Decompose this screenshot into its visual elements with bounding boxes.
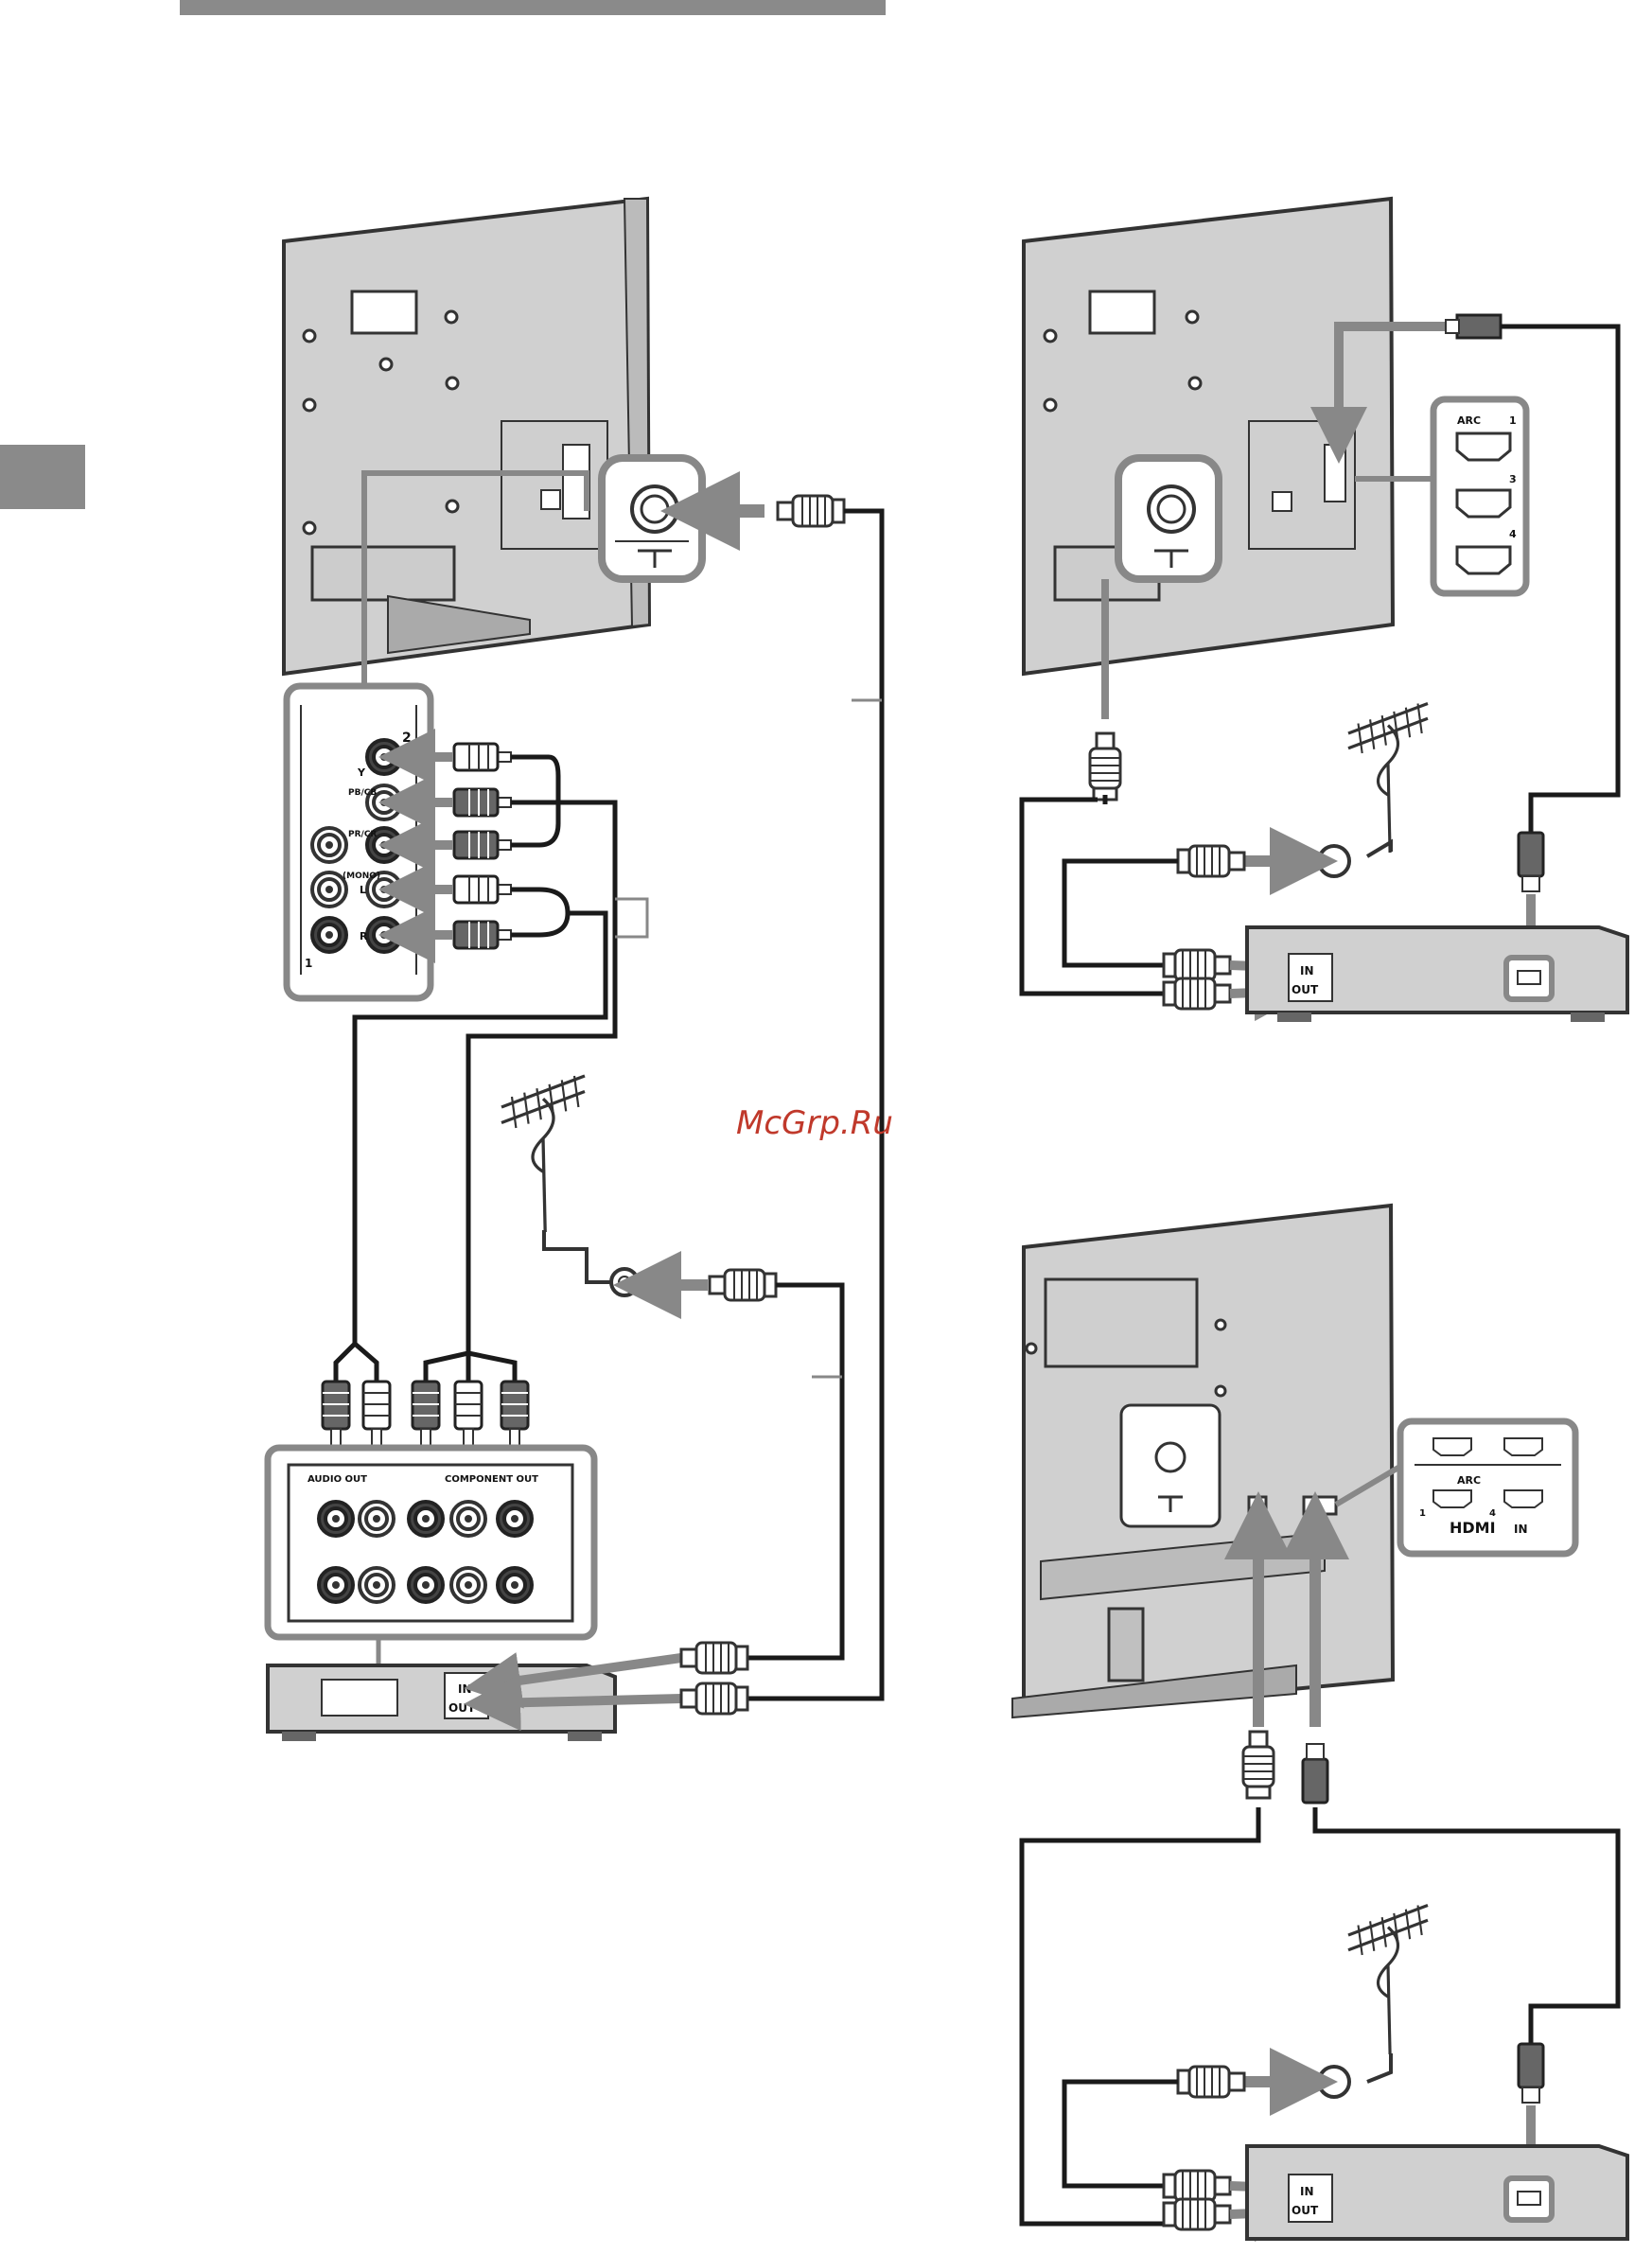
device-output-panel: AUDIO OUT COMPONENT OUT bbox=[268, 1448, 594, 1637]
rca-plug-icon bbox=[501, 1382, 528, 1446]
tv-back-left bbox=[284, 199, 649, 674]
hdmi-plug-icon bbox=[1519, 833, 1543, 891]
r-label: R bbox=[360, 930, 368, 942]
rf-plug-icon bbox=[1164, 2171, 1230, 2201]
rf-plug-icon bbox=[681, 1643, 747, 1673]
rf-plug-icon bbox=[1164, 978, 1230, 1009]
hdmi-plug-icon bbox=[1446, 315, 1501, 338]
hdmi-logo: HDMI bbox=[1450, 1519, 1496, 1537]
rf-plug-icon bbox=[1090, 733, 1120, 800]
rca-plug-icon bbox=[455, 1382, 482, 1446]
rf-plug-icon bbox=[710, 1270, 776, 1300]
audio-out-label: AUDIO OUT bbox=[308, 1474, 367, 1485]
rf-plug-icon bbox=[1178, 2067, 1244, 2097]
rf-plug-icon bbox=[1178, 846, 1244, 876]
diagram-component-connection: 2 Y PB/CB PR/CR (MONO) L R 1 bbox=[268, 199, 882, 1741]
rf-plug-icon bbox=[1164, 2199, 1230, 2229]
rca-plug-icon bbox=[454, 832, 511, 858]
hdmi-port-4-b: 4 bbox=[1489, 1508, 1496, 1519]
watermark: McGrp.Ru bbox=[736, 1104, 893, 1142]
antenna-socket-zoom bbox=[602, 458, 702, 579]
hdmi-in-label: IN bbox=[1514, 1523, 1528, 1536]
input-1-label: 1 bbox=[305, 957, 312, 970]
header-bar bbox=[180, 0, 886, 15]
hdmi-plug-icon bbox=[1303, 1744, 1327, 1803]
hdmi-panel-zoom: ARC 1 3 4 bbox=[1433, 399, 1526, 593]
hdmi-port-1-b: 1 bbox=[1419, 1508, 1426, 1519]
jack-y bbox=[367, 740, 401, 774]
rca-plug-icon bbox=[363, 1382, 390, 1446]
pr-label: PR/CR bbox=[348, 830, 377, 839]
jack-audio-r1 bbox=[312, 918, 346, 952]
device-box-hdmi-b: IN OUT bbox=[1247, 2146, 1627, 2239]
antenna-socket-zoom-2 bbox=[1118, 458, 1219, 579]
antenna-plug bbox=[1319, 2067, 1349, 2097]
input-2-label: 2 bbox=[402, 731, 412, 746]
jack-audio-l1 bbox=[312, 872, 346, 907]
antenna-icon bbox=[1348, 1906, 1428, 2055]
mono-label: (MONO) bbox=[343, 872, 380, 881]
jack-r bbox=[367, 918, 401, 952]
device-out-label: OUT bbox=[1292, 983, 1319, 996]
rca-plug-icon bbox=[454, 876, 511, 903]
rca-plug-icon bbox=[413, 1382, 439, 1446]
rf-plug-icon bbox=[1243, 1732, 1274, 1798]
hdmi-port-4: 4 bbox=[1509, 528, 1517, 540]
hdmi-port-3: 3 bbox=[1509, 473, 1517, 485]
arc-label-b: ARC bbox=[1457, 1474, 1481, 1487]
antenna-icon bbox=[1348, 704, 1428, 854]
diagram-hdmi-connection-b: ARC 1 4 HDMI IN IN OUT bbox=[1012, 1206, 1627, 2239]
y-label: Y bbox=[357, 766, 366, 779]
device-in-label: IN bbox=[1300, 964, 1314, 977]
rca-plug-icon bbox=[454, 922, 511, 948]
device-in-label: IN bbox=[458, 1682, 472, 1696]
antenna-icon bbox=[501, 1076, 585, 1232]
rf-plug-icon bbox=[1164, 950, 1230, 980]
rf-plug-icon bbox=[681, 1683, 747, 1714]
device-out-label: OUT bbox=[448, 1701, 476, 1715]
rf-plug-icon bbox=[778, 496, 844, 526]
arc-label: ARC bbox=[1457, 414, 1481, 427]
hdmi-plug-icon bbox=[1519, 2044, 1543, 2103]
rca-plug-icon bbox=[454, 744, 511, 770]
device-out-label-b: OUT bbox=[1292, 2204, 1319, 2217]
hdmi-port-1: 1 bbox=[1509, 414, 1517, 427]
l-label: L bbox=[360, 884, 366, 896]
diagram-hdmi-connection: ARC 1 3 4 bbox=[1022, 199, 1627, 1022]
device-box-hdmi: IN OUT bbox=[1247, 927, 1627, 1022]
antenna-plug bbox=[1319, 846, 1349, 876]
device-in-label-b: IN bbox=[1300, 2185, 1314, 2198]
rca-plug-icon bbox=[454, 789, 511, 816]
audio-cable bbox=[511, 889, 568, 935]
pb-label: PB/CB bbox=[348, 788, 377, 798]
hdmi-panel-zoom-b: ARC 1 4 HDMI IN bbox=[1400, 1421, 1575, 1554]
jack-cvbs bbox=[312, 828, 346, 862]
antenna-plug bbox=[611, 1269, 638, 1295]
side-tab bbox=[0, 445, 85, 509]
rca-plug-icon bbox=[323, 1382, 349, 1446]
component-out-label: COMPONENT OUT bbox=[445, 1474, 538, 1485]
